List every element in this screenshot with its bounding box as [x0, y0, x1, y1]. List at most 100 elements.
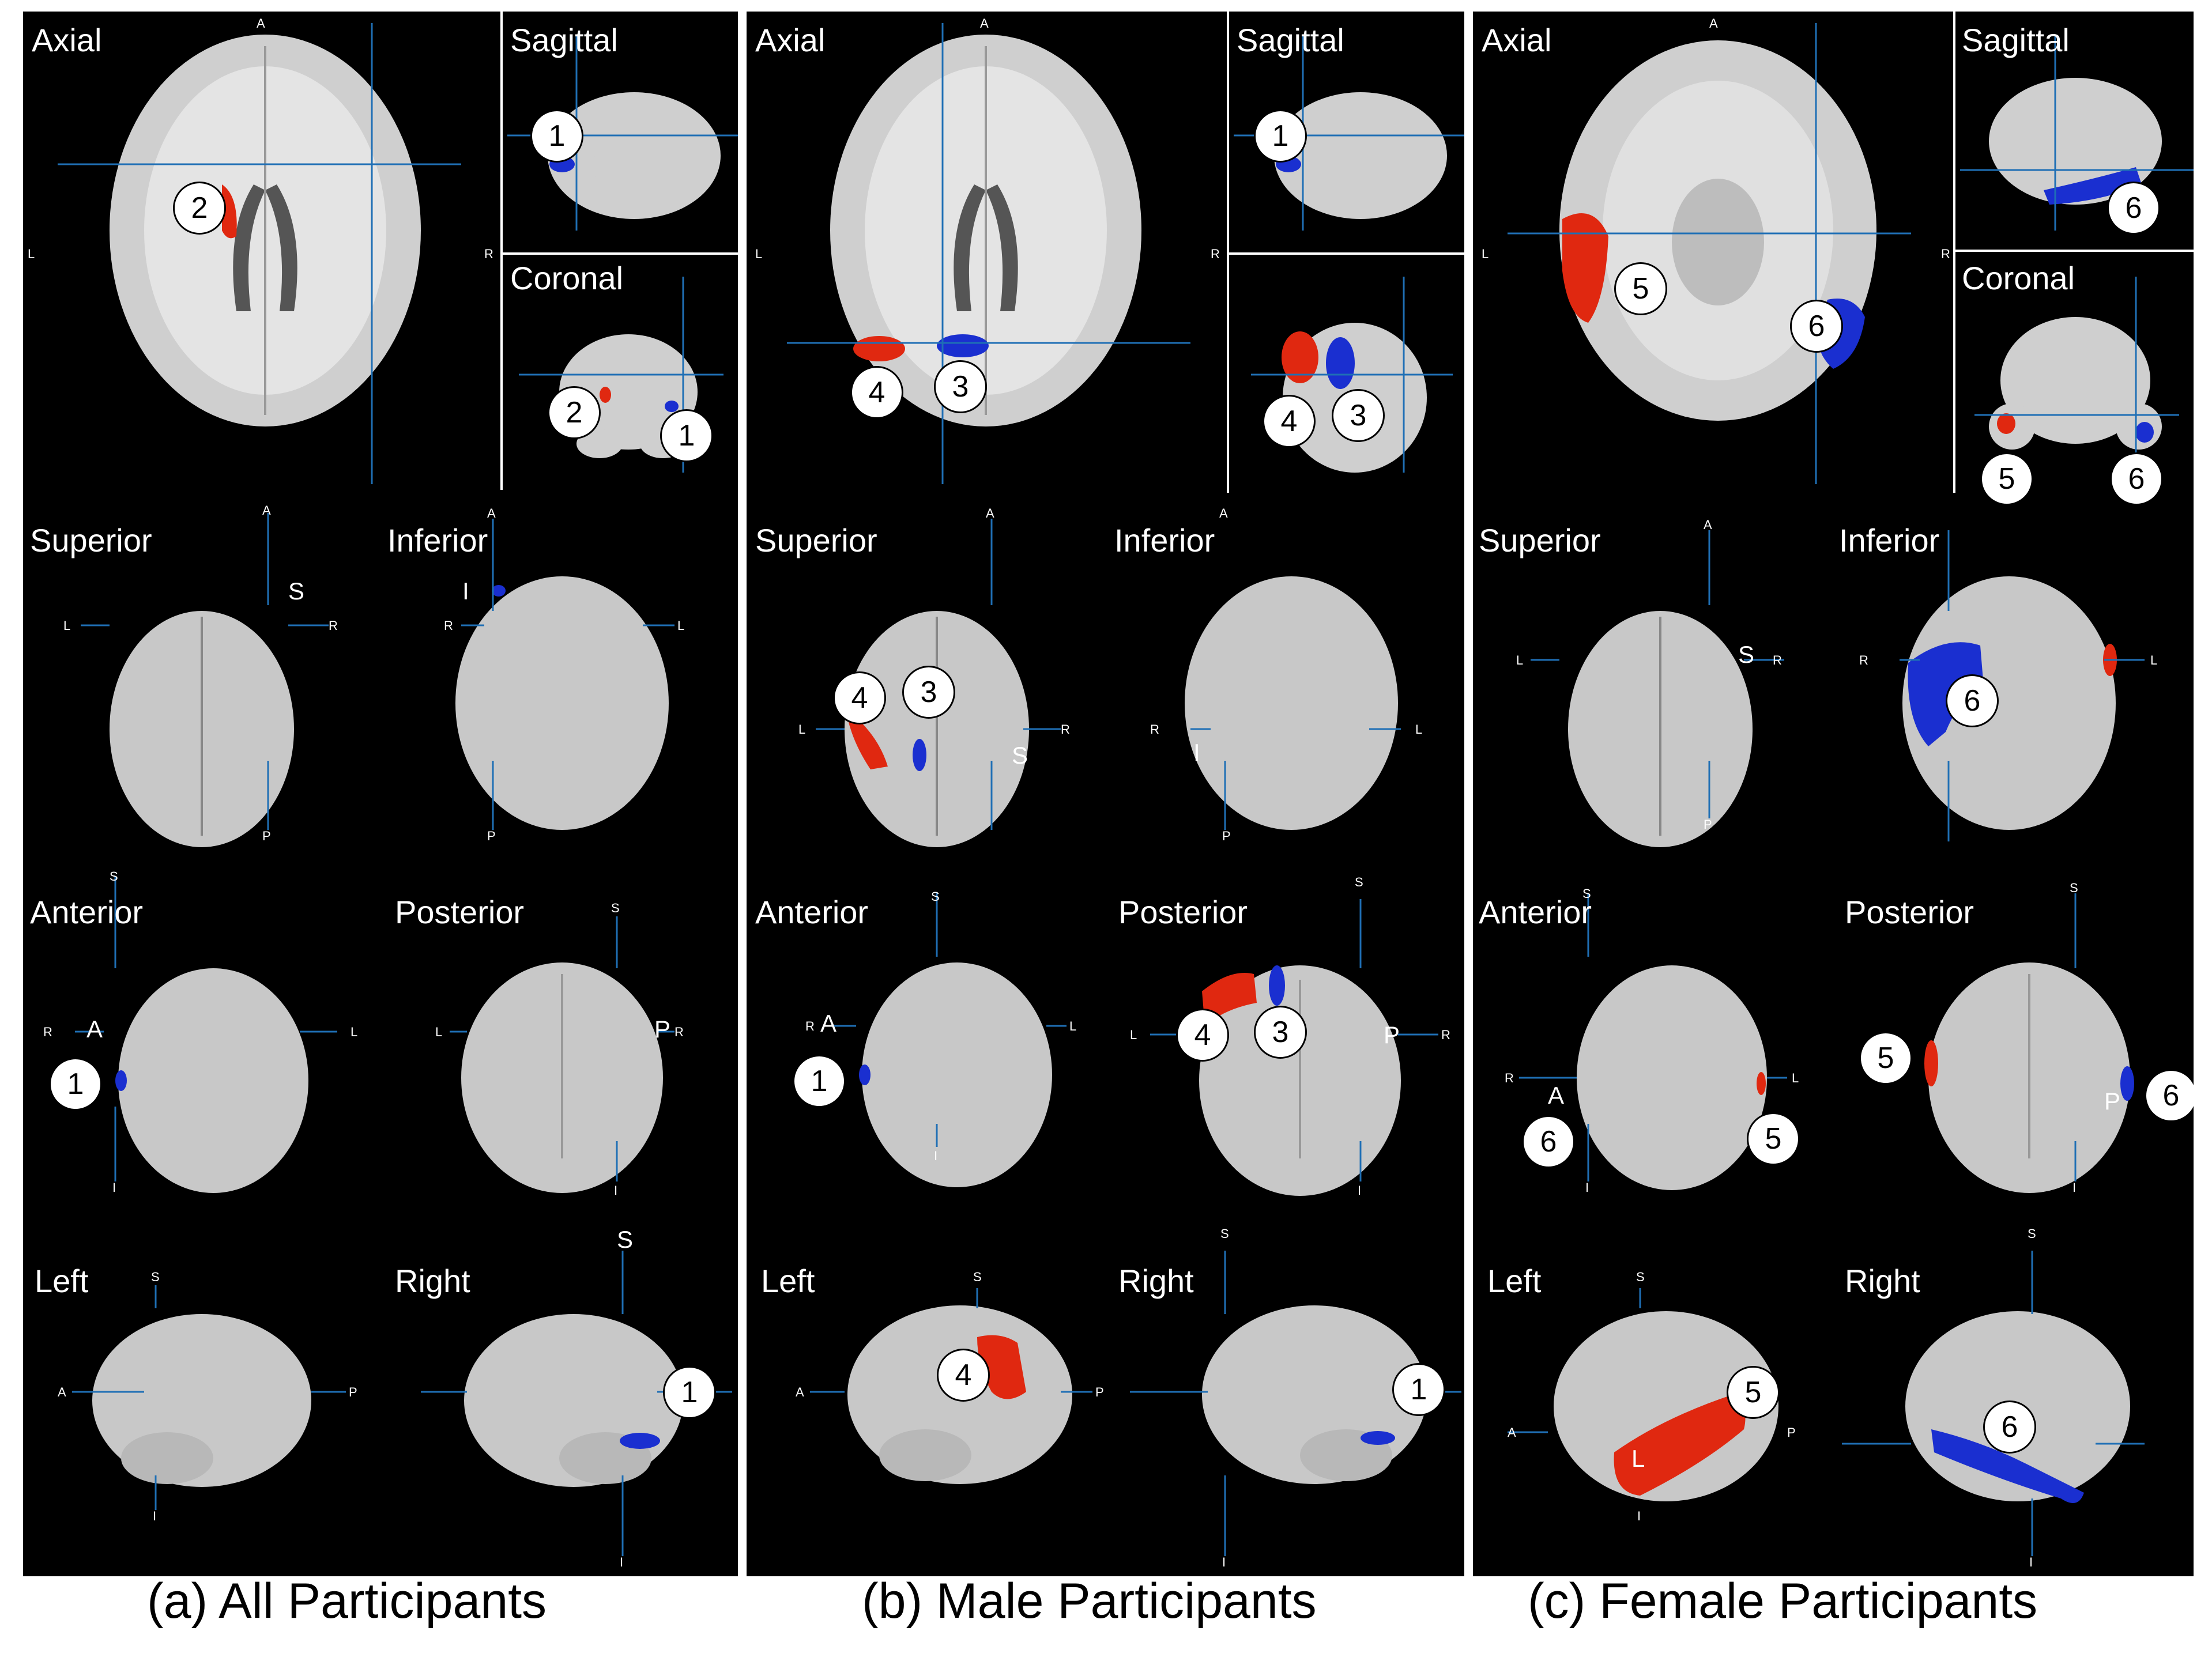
- dir-r: R: [1773, 653, 1782, 667]
- inferior-brain-render: [455, 576, 669, 830]
- label-posterior: Posterior: [1118, 894, 1248, 930]
- dir-l: L: [1415, 722, 1423, 737]
- marker-6: 6: [2110, 452, 2163, 505]
- dir-i: I: [153, 1509, 157, 1523]
- dir-s: S: [288, 577, 305, 605]
- dir-i: I: [1193, 739, 1200, 766]
- label-inferior: Inferior: [1114, 522, 1215, 558]
- dir-a: A: [58, 1385, 66, 1399]
- marker-6: 6: [1522, 1115, 1575, 1168]
- dir-i: I: [614, 1183, 618, 1198]
- dir-i: I: [1222, 1555, 1226, 1569]
- marker-3: 3: [1332, 389, 1385, 442]
- dir-r: R: [1441, 1028, 1450, 1042]
- dir-a: A: [1704, 518, 1712, 532]
- dir-a: A: [1508, 1425, 1516, 1440]
- label-coronal: Coronal: [1962, 260, 2075, 296]
- label-left: Left: [1487, 1263, 1542, 1299]
- dir-r: R: [484, 247, 493, 261]
- dir-l: L: [435, 1025, 443, 1039]
- label-right: Right: [1118, 1263, 1194, 1299]
- panel-all-participants: Axial Sagittal Coronal Superior Inferior…: [23, 12, 738, 1576]
- anterior-brain-render: [118, 968, 308, 1193]
- dir-p: P: [1704, 817, 1712, 832]
- dir-l: L: [798, 722, 806, 737]
- label-sagittal: Sagittal: [1237, 22, 1344, 58]
- marker-4: 4: [833, 671, 886, 724]
- marker-4: 4: [1263, 395, 1316, 448]
- panel-male-participants: Axial Sagittal Superior Inferior Anterio…: [747, 12, 1464, 1576]
- dir-l: L: [1631, 1445, 1645, 1472]
- left-brain-render: [1554, 1311, 1778, 1501]
- dir-r: R: [43, 1025, 52, 1039]
- dir-s: S: [1220, 1226, 1229, 1241]
- label-superior: Superior: [755, 522, 877, 558]
- dir-a: A: [1548, 1082, 1565, 1109]
- cluster-red-5: [1614, 1395, 1746, 1496]
- anterior-brain-render: [862, 962, 1052, 1187]
- dir-a: A: [1709, 16, 1718, 31]
- dir-r: R: [1505, 1071, 1514, 1085]
- dir-a: A: [86, 1016, 103, 1043]
- dir-p: P: [487, 829, 496, 843]
- cluster-red-2: [222, 184, 237, 239]
- dir-a: A: [796, 1385, 804, 1399]
- dir-s: S: [1012, 742, 1028, 769]
- label-anterior: Anterior: [755, 894, 869, 930]
- caption-male-participants: (b) Male Participants: [862, 1573, 1317, 1629]
- dir-r: R: [1211, 247, 1220, 261]
- cluster-blue-3: [937, 334, 989, 357]
- dir-r: R: [1150, 722, 1159, 737]
- dir-l: L: [677, 618, 685, 633]
- cluster-red-4: [853, 336, 905, 361]
- panel-b-graphics: [787, 12, 1464, 1556]
- dir-a: A: [262, 503, 271, 518]
- label-sagittal: Sagittal: [1962, 22, 2070, 58]
- dir-a: A: [1219, 506, 1228, 520]
- label-left: Left: [35, 1263, 89, 1299]
- marker-6: 6: [2145, 1069, 2194, 1122]
- dir-l: L: [28, 247, 35, 261]
- dir-p: P: [1384, 1021, 1400, 1048]
- label-posterior: Posterior: [395, 894, 525, 930]
- caption-all-participants: (a) All Participants: [147, 1573, 547, 1629]
- dir-l: L: [1792, 1071, 1799, 1085]
- label-anterior: Anterior: [1479, 894, 1592, 930]
- inferior-brain-render: [1185, 576, 1398, 830]
- dir-l: L: [63, 618, 71, 633]
- label-superior: Superior: [30, 522, 152, 558]
- dir-s: S: [1582, 886, 1591, 901]
- dir-r: R: [444, 618, 453, 633]
- dir-s: S: [931, 889, 940, 904]
- dir-s: S: [1636, 1270, 1645, 1284]
- panel-a-graphics: [58, 12, 738, 1556]
- dir-l: L: [1130, 1028, 1137, 1042]
- dir-i: I: [1585, 1180, 1589, 1195]
- dir-p: P: [654, 1016, 671, 1043]
- marker-1: 1: [663, 1366, 716, 1419]
- anterior-brain-render: [1577, 965, 1767, 1190]
- label-superior: Superior: [1479, 522, 1601, 558]
- cluster-red-5: [1562, 213, 1608, 323]
- dir-s: S: [2028, 1226, 2036, 1241]
- dir-l: L: [1516, 653, 1524, 667]
- dir-a: A: [986, 506, 994, 520]
- marker-5: 5: [1980, 452, 2033, 505]
- label-axial: Axial: [1482, 22, 1552, 58]
- label-axial: Axial: [32, 22, 102, 58]
- dir-p: P: [1095, 1385, 1104, 1399]
- dir-i: I: [462, 577, 469, 605]
- dir-s: S: [2070, 881, 2078, 895]
- dir-p: P: [349, 1385, 357, 1399]
- dir-s: S: [110, 869, 118, 884]
- dir-i: I: [934, 1149, 938, 1163]
- panel-female-participants: Axial Sagittal Coronal Superior Inferior…: [1473, 12, 2194, 1576]
- label-sagittal: Sagittal: [510, 22, 618, 58]
- panel-c-graphics: [1508, 12, 2194, 1556]
- marker-1: 1: [1392, 1363, 1445, 1416]
- dir-r: R: [805, 1019, 815, 1033]
- dir-s: S: [973, 1270, 982, 1284]
- cluster-red-4: [847, 715, 888, 769]
- dir-a: A: [980, 16, 989, 31]
- label-inferior: Inferior: [387, 522, 488, 558]
